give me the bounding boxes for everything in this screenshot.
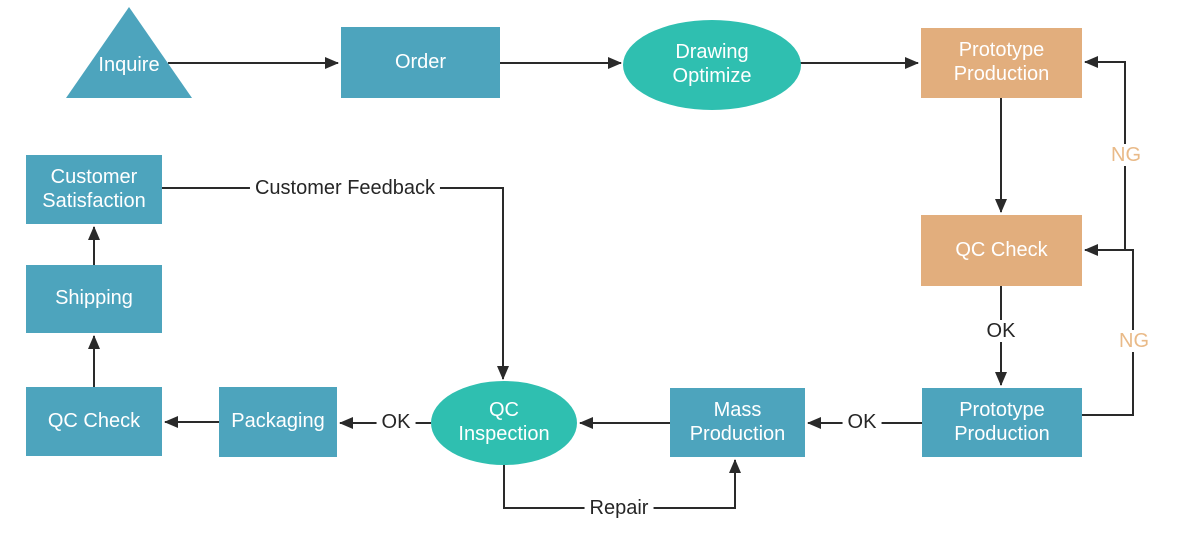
node-qc-check-left: QC Check [26, 387, 162, 456]
node-qc-check-right: QC Check [921, 215, 1082, 286]
node-shipping: Shipping [26, 265, 162, 333]
node-prototype-production-top: Prototype Production [921, 28, 1082, 98]
node-order: Order [341, 27, 500, 98]
node-prototype-production-bottom: Prototype Production [922, 388, 1082, 457]
connector-customer-feedback [162, 187, 509, 380]
node-packaging: Packaging [219, 387, 337, 457]
connector-ng-to-prototype [1084, 56, 1126, 250]
node-drawing-optimize: Drawing Optimize [623, 20, 801, 110]
label-ok-inspection-to-packaging: OK [376, 411, 416, 433]
label-ok-after-qc-check: OK [981, 320, 1021, 342]
label-ok-prototype-to-mass: OK [842, 411, 882, 433]
label-ng-to-prototype: NG [1106, 144, 1146, 166]
label-ng-to-qc-check: NG [1114, 330, 1154, 352]
label-repair: Repair [584, 497, 654, 519]
node-qc-inspection: QC Inspection [431, 381, 577, 465]
node-customer-satisfaction: Customer Satisfaction [26, 155, 162, 224]
node-mass-production: Mass Production [670, 388, 805, 457]
label-customer-feedback: Customer Feedback [249, 177, 441, 199]
